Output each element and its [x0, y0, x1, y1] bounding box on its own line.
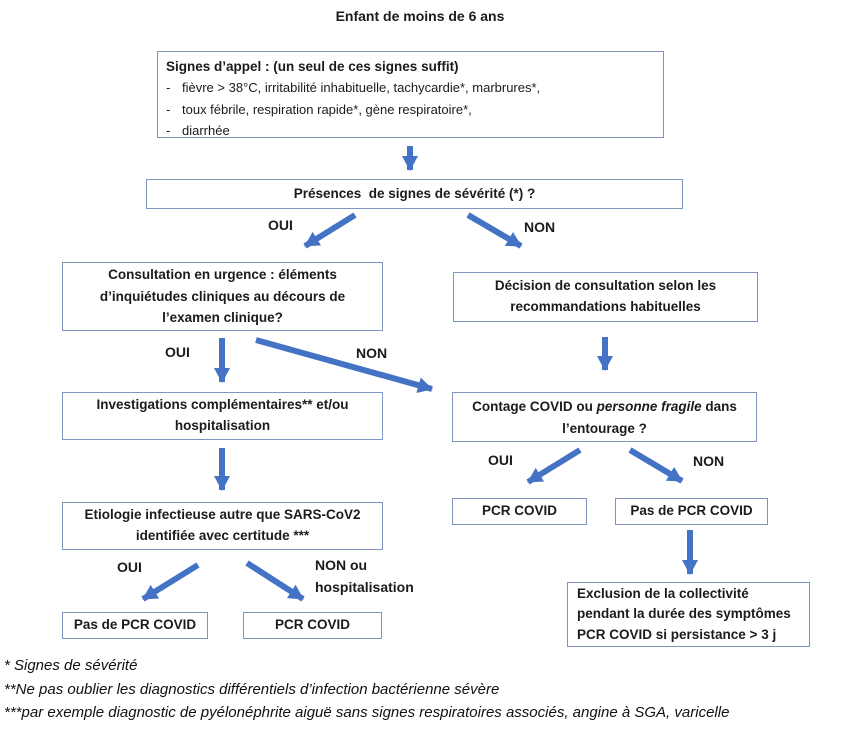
- severite-question-text: Présences de signes de sévérité (*) ?: [293, 185, 536, 201]
- list-item: diarrhée: [166, 120, 655, 142]
- arrow-consultation-non: [255, 337, 433, 393]
- arrow-severite-non: [466, 212, 523, 249]
- contage-text-italic: personne fragile: [596, 399, 702, 414]
- pcr-left-text: PCR COVID: [274, 617, 350, 633]
- consultation-urgence-text: Consultation en urgence : éléments d’inq…: [99, 267, 346, 326]
- footnote-diagnostics-differentiels: **Ne pas oublier les diagnostics différe…: [4, 680, 500, 698]
- label-etiologie-non: NON ou hospitalisation: [315, 557, 414, 595]
- label-consultation-non: NON: [356, 345, 388, 361]
- box-severite-question: Présences de signes de sévérité (*) ?: [146, 179, 683, 209]
- arrow-etiologie-oui: [141, 562, 200, 602]
- dash-bullet: [166, 99, 182, 121]
- list-item: fièvre > 38°C, irritabilité inhabituelle…: [166, 77, 655, 99]
- label-consultation-oui: OUI: [165, 344, 190, 360]
- contage-text-pre: Contage COVID ou: [472, 399, 597, 414]
- label-contage-oui: OUI: [488, 452, 513, 468]
- label-severite-non: NON: [524, 219, 556, 235]
- pas-pcr-left-text: Pas de PCR COVID: [73, 617, 197, 633]
- contage-line-2: l’entourage ?: [562, 420, 647, 436]
- page-title: Enfant de moins de 6 ans: [335, 8, 505, 24]
- signes-appel-heading: Signes d’appel : (un seul de ces signes …: [166, 59, 459, 74]
- pcr-right-text: PCR COVID: [481, 503, 557, 519]
- footnote-severite: * Signes de sévérité: [4, 657, 138, 674]
- box-pas-de-pcr-covid-right: Pas de PCR COVID: [615, 498, 768, 525]
- box-pcr-covid-right: PCR COVID: [452, 498, 587, 525]
- box-contage-question: Contage COVID ou personne fragile dans l…: [452, 392, 757, 442]
- label-etiologie-oui: OUI: [117, 559, 142, 575]
- label-contage-non: NON: [693, 453, 725, 469]
- contage-line-1: Contage COVID ou personne fragile dans: [453, 396, 756, 418]
- etiologie-text: Etiologie infectieuse autre que SARS-CoV…: [84, 507, 361, 543]
- footnotes: * Signes de sévérité **Ne pas oublier le…: [4, 654, 729, 725]
- box-decision-consultation: Décision de consultation selon les recom…: [453, 272, 758, 322]
- signes-appel-item: fièvre > 38°C, irritabilité inhabituelle…: [182, 80, 541, 95]
- arrow-severite-oui: [303, 212, 357, 249]
- box-signes-appel: Signes d’appel : (un seul de ces signes …: [157, 51, 664, 138]
- signes-appel-item: toux fébrile, respiration rapide*, gène …: [182, 101, 472, 117]
- arrow-etiologie-non: [245, 560, 305, 602]
- arrow-contage-non: [628, 447, 684, 484]
- list-item: toux fébrile, respiration rapide*, gène …: [166, 99, 655, 121]
- box-etiologie: Etiologie infectieuse autre que SARS-CoV…: [62, 502, 383, 550]
- contage-text-post: dans: [701, 399, 737, 414]
- footnote-exemples-diagnostics: ***par exemple diagnostic de pyélonéphri…: [4, 704, 730, 721]
- dash-bullet: [166, 120, 182, 142]
- signes-appel-item: diarrhée: [182, 123, 230, 138]
- exclusion-text: Exclusion de la collectivité pendant la …: [577, 586, 791, 642]
- box-exclusion-collectivite: Exclusion de la collectivité pendant la …: [567, 582, 810, 647]
- label-severite-oui: OUI: [268, 217, 293, 233]
- dash-bullet: [166, 77, 182, 99]
- box-pcr-covid-left: PCR COVID: [243, 612, 382, 639]
- decision-consultation-text: Décision de consultation selon les recom…: [494, 278, 717, 314]
- box-investigations: Investigations complémentaires** et/ou h…: [62, 392, 383, 440]
- investigations-text: Investigations complémentaires** et/ou h…: [96, 397, 349, 433]
- arrow-contage-oui: [526, 447, 582, 485]
- box-pas-de-pcr-covid-left: Pas de PCR COVID: [62, 612, 208, 639]
- pas-pcr-right-text: Pas de PCR COVID: [630, 503, 753, 519]
- box-consultation-urgence: Consultation en urgence : éléments d’inq…: [62, 262, 383, 331]
